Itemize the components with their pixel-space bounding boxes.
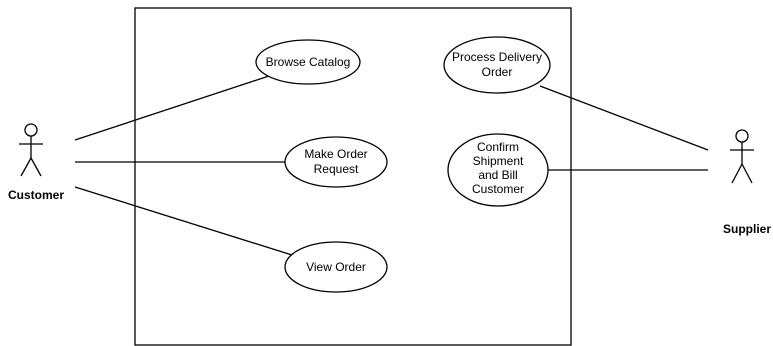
- supplier-label: Supplier: [723, 222, 771, 236]
- make-order-request-label-line-2: Request: [314, 162, 359, 176]
- view-order-label: View Order: [306, 260, 366, 274]
- use-case-confirm-shipment: Confirm Shipment and Bill Customer: [447, 133, 549, 207]
- association-supplier-process-delivery-order: [539, 85, 709, 151]
- use-case-view-order: View Order: [284, 241, 388, 293]
- association-customer-browse-catalog: [74, 74, 273, 141]
- process-delivery-order-label-line-1: Process Delivery: [452, 50, 542, 64]
- confirm-shipment-label-line-2: Shipment: [473, 154, 524, 168]
- make-order-request-ellipse: [284, 136, 388, 188]
- supplier-head: [735, 129, 749, 143]
- system-boundary: [134, 7, 572, 346]
- confirm-shipment-label-line-1: Confirm: [477, 140, 519, 154]
- supplier-right-leg: [741, 163, 753, 184]
- process-delivery-order-label-line-2: Order: [482, 65, 513, 79]
- customer-label: Customer: [8, 188, 64, 202]
- process-delivery-order-ellipse: [443, 36, 551, 94]
- confirm-shipment-label-line-4: Customer: [472, 182, 524, 196]
- browse-catalog-label: Browse Catalog: [266, 55, 351, 69]
- customer-right-leg: [30, 157, 42, 177]
- customer-actor: Customer: [8, 123, 64, 202]
- view-order-ellipse: [284, 241, 388, 293]
- confirm-shipment-ellipse: [447, 133, 549, 207]
- supplier-actor: Supplier: [723, 129, 771, 236]
- browse-catalog-ellipse: [255, 39, 361, 85]
- use-case-make-order-request: Make Order Request: [284, 136, 388, 188]
- customer-left-leg: [20, 157, 32, 177]
- association-customer-view-order: [74, 186, 293, 256]
- use-case-process-delivery-order: Process Delivery Order: [443, 36, 551, 94]
- supplier-left-leg: [731, 163, 743, 184]
- customer-head: [24, 123, 38, 137]
- confirm-shipment-label-line-3: and Bill: [478, 168, 517, 182]
- use-case-browse-catalog: Browse Catalog: [255, 39, 361, 85]
- make-order-request-label-line-1: Make Order: [304, 147, 367, 161]
